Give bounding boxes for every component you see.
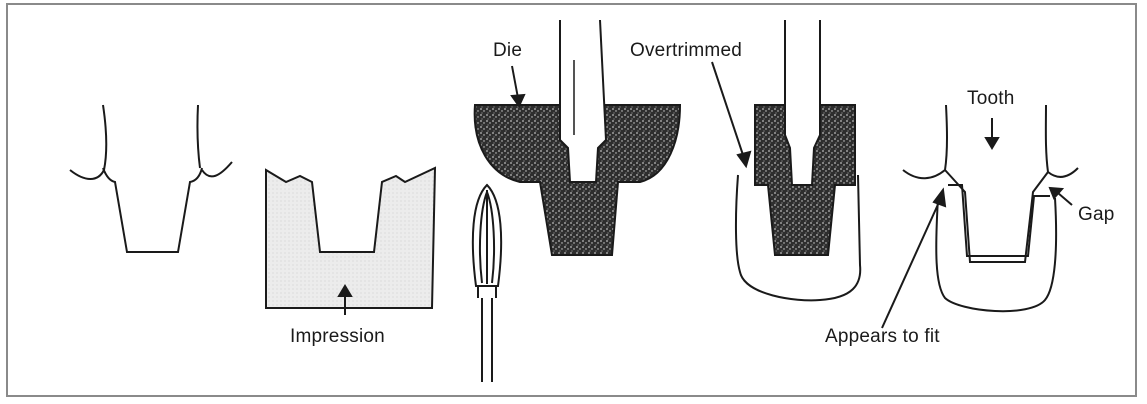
impression-label: Impression [290, 326, 385, 348]
overtrimmed-drawing [736, 20, 860, 300]
overtrimmed-leader [712, 62, 750, 166]
gap-arrow [1050, 188, 1072, 205]
impression-drawing [266, 168, 435, 308]
prepared-tooth-drawing [70, 105, 232, 252]
gap-label: Gap [1078, 204, 1115, 226]
crown-fit-drawing [903, 105, 1078, 311]
die-leader [512, 66, 524, 106]
tooth-label: Tooth [967, 88, 1014, 110]
bur-drawing [473, 185, 501, 382]
overtrimmed-label: Overtrimmed [630, 40, 742, 62]
tooth-arrow [986, 118, 998, 148]
die-label: Die [493, 40, 522, 62]
appears-to-fit-label: Appears to fit [825, 326, 940, 348]
